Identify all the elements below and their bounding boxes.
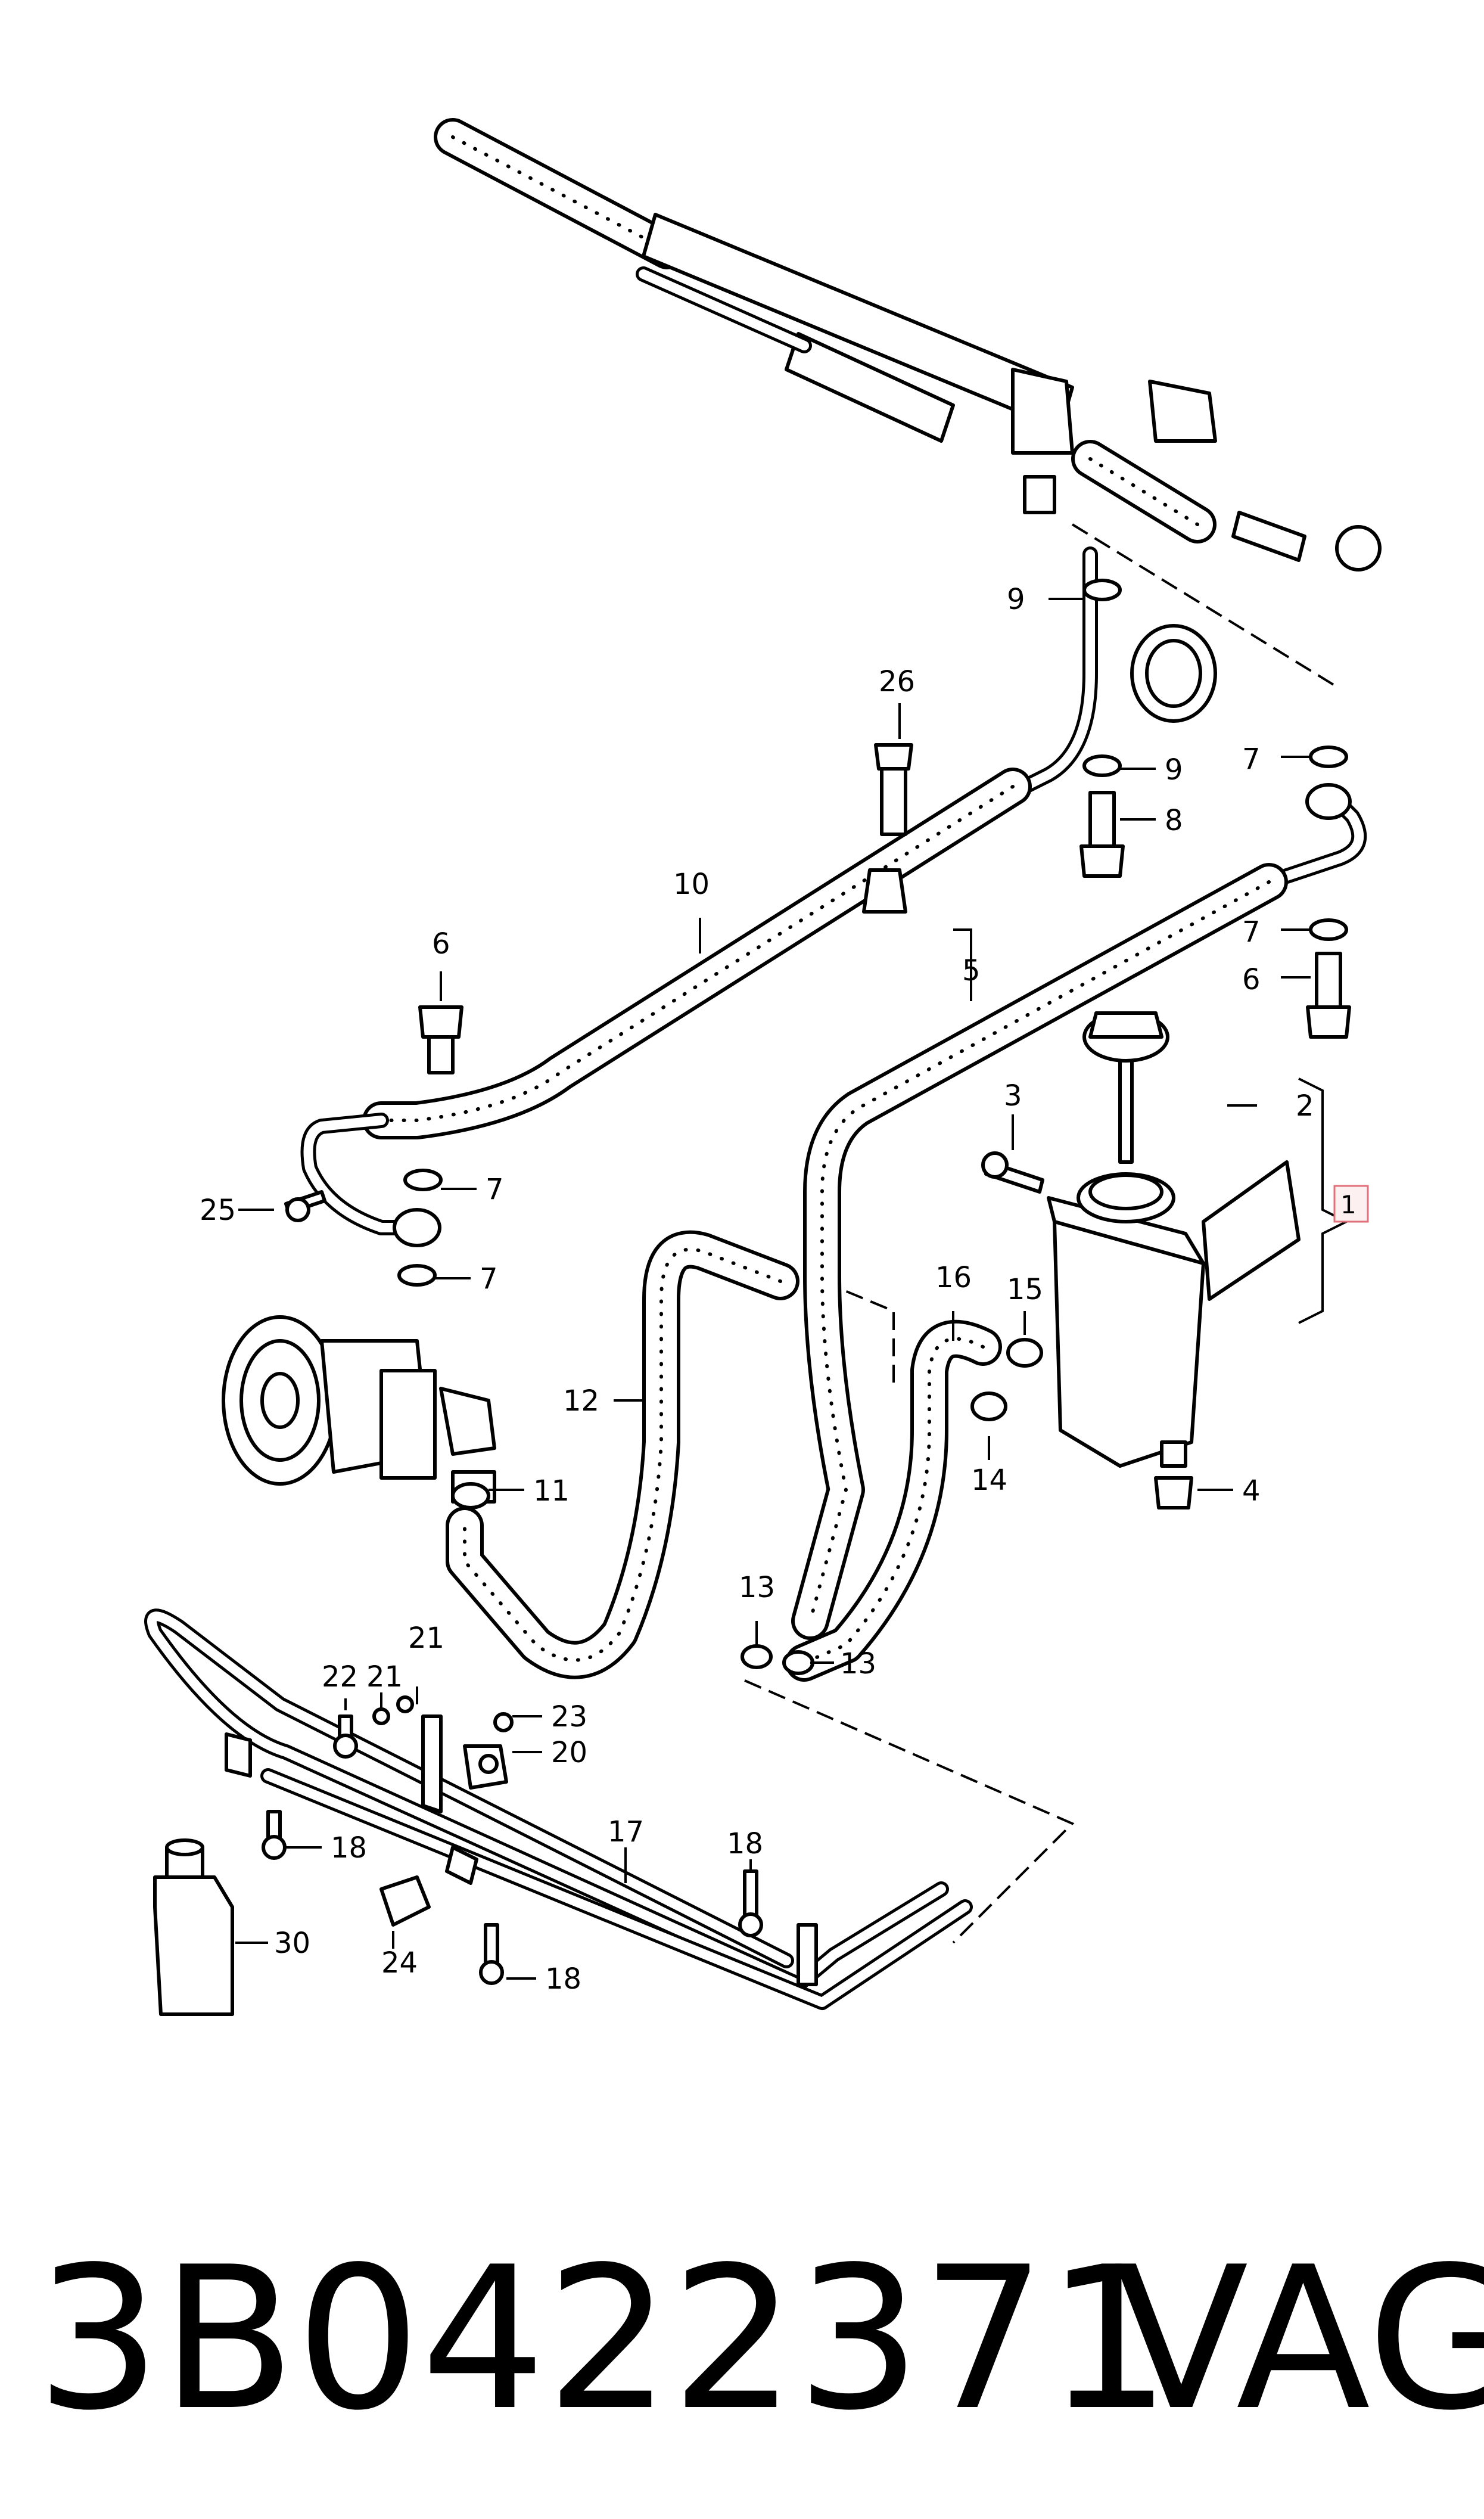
callout-3: 3 — [1004, 1079, 1022, 1113]
callout-7c: 7 — [486, 1173, 504, 1206]
callouts: 1 2 3 4 5 6 6 7 7 7 7 8 9 9 10 11 12 13 … — [200, 583, 1357, 1996]
callout-6a: 6 — [432, 927, 450, 961]
pressure-hose — [300, 546, 1098, 1235]
leader-lines — [235, 598, 1311, 1980]
callout-7d: 7 — [480, 1262, 498, 1296]
callout-5: 5 — [962, 954, 981, 987]
callout-15: 15 — [1007, 1273, 1043, 1306]
callout-4: 4 — [1242, 1474, 1261, 1508]
small-fasteners — [262, 1695, 763, 1985]
hose-16 — [741, 1319, 1043, 1682]
cooling-pipe — [144, 1608, 973, 2010]
bolt-6-left — [393, 1005, 463, 1287]
callout-6b: 6 — [1242, 963, 1261, 996]
callout-13b: 13 — [840, 1647, 876, 1681]
bolt-25 — [284, 1190, 326, 1222]
callout-13a: 13 — [739, 1571, 775, 1604]
callout-24: 24 — [381, 1946, 418, 1980]
callout-12: 12 — [563, 1384, 599, 1418]
callout-20: 20 — [551, 1736, 587, 1769]
power-steering-pump — [222, 1315, 496, 1504]
reservoir — [981, 1011, 1301, 1509]
callout-10: 10 — [673, 868, 710, 901]
callout-25: 25 — [200, 1194, 236, 1227]
callout-7b: 7 — [1242, 915, 1261, 949]
callout-14: 14 — [971, 1464, 1007, 1497]
callout-7a: 7 — [1242, 743, 1261, 776]
part-1-highlight — [1333, 1185, 1369, 1223]
callout-18a: 18 — [331, 1831, 367, 1865]
callout-9a: 9 — [1007, 583, 1025, 616]
fluid-bottle — [153, 1838, 234, 2016]
callout-21b: 21 — [408, 1622, 444, 1655]
callout-11: 11 — [533, 1474, 570, 1508]
part-number: 3B0422371 — [36, 2225, 1172, 2453]
steering-rack — [434, 118, 1382, 571]
callout-2: 2 — [1296, 1089, 1314, 1123]
callout-18b: 18 — [727, 1827, 763, 1860]
callout-18c: 18 — [545, 1962, 581, 1996]
callout-9b: 9 — [1165, 753, 1183, 787]
brand-name: VAG — [1114, 2225, 1484, 2453]
callout-17: 17 — [608, 1815, 644, 1849]
callout-21a: 21 — [366, 1660, 403, 1694]
callout-30: 30 — [274, 1927, 310, 1960]
callout-23: 23 — [551, 1700, 587, 1734]
callout-26: 26 — [879, 665, 915, 698]
callout-1: 1 — [1340, 1190, 1357, 1219]
return-hose — [791, 746, 1367, 1640]
callout-22: 22 — [322, 1660, 358, 1694]
banjo-fitting — [1079, 579, 1217, 878]
bolt-26 — [874, 743, 913, 836]
callout-8: 8 — [1165, 804, 1183, 837]
suction-hose — [446, 1230, 799, 1679]
callout-16: 16 — [935, 1261, 972, 1294]
